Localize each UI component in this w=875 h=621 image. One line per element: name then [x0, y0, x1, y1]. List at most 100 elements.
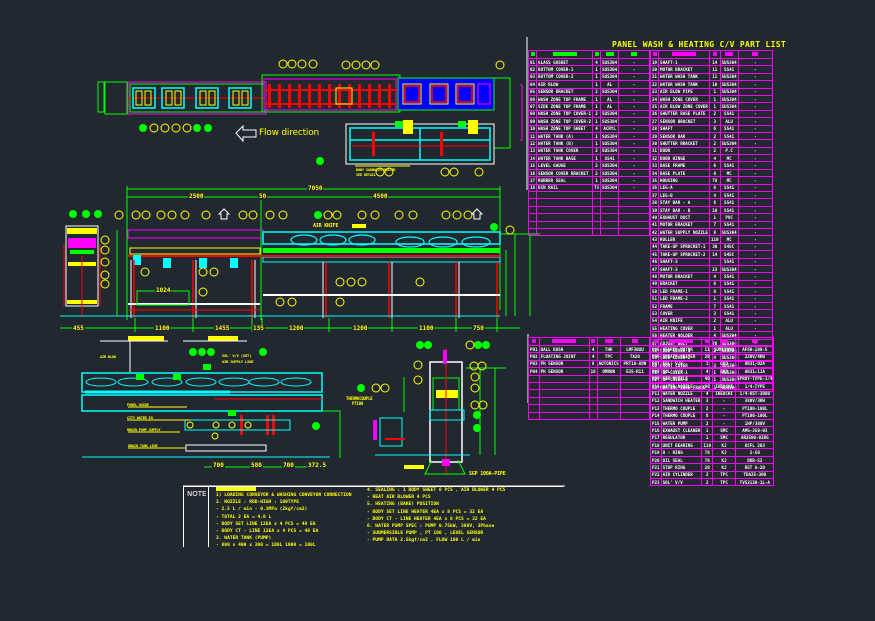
- table-cell: AR2500-02BG: [735, 433, 775, 443]
- header-cell: [711, 337, 737, 346]
- table-cell: SUS304: [600, 117, 620, 126]
- table-cell: -: [711, 374, 737, 383]
- table-cell: -: [737, 72, 774, 82]
- table-cell: 7: [708, 220, 721, 230]
- table-cell: HEATING COVER: [658, 324, 710, 333]
- table-cell: 19: [649, 57, 660, 67]
- table-cell: 39: [649, 205, 660, 215]
- heater-note-2: SEE DETAIL: [356, 173, 376, 177]
- table-cell: -: [737, 183, 774, 193]
- table-cell: GLASS GASKET: [536, 57, 593, 67]
- heater-note-1: BODY SANDWICH HEATER: [356, 168, 396, 172]
- table-cell: 4: [708, 272, 721, 281]
- table-cell: 38: [649, 198, 660, 207]
- city-water-label: CITY WATER IN: [127, 416, 153, 420]
- header-cell: [538, 337, 590, 346]
- header-cell: [588, 337, 598, 346]
- table-row: [527, 205, 650, 215]
- table-cell: 1: [708, 102, 721, 111]
- table-cell: TPC: [711, 478, 737, 487]
- table-cell: -: [618, 168, 650, 178]
- table-cell: 1: [591, 102, 602, 111]
- table-cell: [618, 198, 650, 207]
- table-cell: BRACKET: [658, 279, 710, 289]
- table-cell: DIN RAIL: [536, 183, 593, 193]
- table-cell: WATER TANK (A): [536, 131, 593, 141]
- table-cell: 47: [649, 264, 660, 274]
- table-cell: SIDE ZONE TOP FRAME: [536, 102, 593, 111]
- table-cell: WATER TANK BASE: [536, 154, 593, 163]
- table-cell: 42: [649, 227, 660, 237]
- table-cell: [528, 381, 540, 391]
- table-cell: 8: [588, 359, 598, 369]
- table-cell: [596, 389, 621, 398]
- base-dimension-2: 1455: [214, 325, 231, 332]
- table-cell: 1: [591, 154, 602, 163]
- table-cell: 73: [591, 183, 602, 193]
- table-cell: 78: [701, 455, 713, 465]
- left-width-dimension: 455: [72, 325, 85, 332]
- table-cell: ROLLER: [658, 235, 710, 244]
- table-header-row: [527, 50, 650, 59]
- table-cell: AL: [600, 102, 620, 111]
- header-cell: [591, 50, 602, 59]
- table-cell: 1/4-KST-3080: [735, 389, 775, 398]
- table-cell: [536, 205, 593, 215]
- base-dimension-1: 1100: [154, 325, 171, 332]
- table-cell: SANDWICH HEATER: [660, 396, 703, 406]
- table-cell: DOOR: [658, 146, 710, 156]
- table-cell: [538, 396, 590, 406]
- table-cell: KJ: [711, 455, 737, 465]
- table-cell: -: [737, 117, 774, 126]
- table-cell: P.C: [719, 146, 739, 156]
- note-line: - PUMP DATA 2.5kgf/cm2 , FLOW 100 L / mi…: [367, 538, 481, 544]
- header-cell: [596, 337, 621, 346]
- table-cell: P11: [650, 389, 662, 398]
- table-cell: WATER NOZZLE: [660, 381, 703, 391]
- table-cell: [591, 227, 602, 237]
- note-line: - BODY SET LINE HEATER 4EA x 8 PCS = 32 …: [367, 509, 484, 515]
- table-cell: 21: [649, 72, 660, 82]
- table-cell: 46: [649, 257, 660, 266]
- table-cell: -: [737, 102, 774, 111]
- table-cell: P19: [650, 448, 662, 457]
- table-cell: -: [737, 309, 774, 318]
- table-cell: WASH ZONE TOP FRAME: [536, 94, 593, 104]
- table-cell: 4: [701, 389, 713, 398]
- table-cell: [618, 213, 650, 222]
- table-cell: -: [737, 227, 774, 237]
- table-cell: KJ: [711, 441, 737, 450]
- table-cell: BALL BUSH: [538, 344, 590, 354]
- table-cell: P10: [650, 381, 662, 391]
- header-cell: [527, 50, 538, 59]
- table-cell: SOL' V/V: [660, 367, 703, 376]
- table-cell: -: [737, 80, 774, 89]
- table-cell: WATER TANK COVER: [536, 146, 593, 156]
- table-cell: AL: [600, 94, 620, 104]
- notes-panel: [183, 486, 563, 549]
- table-cell: 51: [649, 294, 660, 303]
- header-cell: [701, 337, 713, 346]
- table-cell: SS41: [600, 154, 620, 163]
- table-cell: SS41: [719, 294, 739, 303]
- table-cell: WATER WASH TANK: [658, 72, 710, 82]
- table-cell: 40: [649, 213, 660, 222]
